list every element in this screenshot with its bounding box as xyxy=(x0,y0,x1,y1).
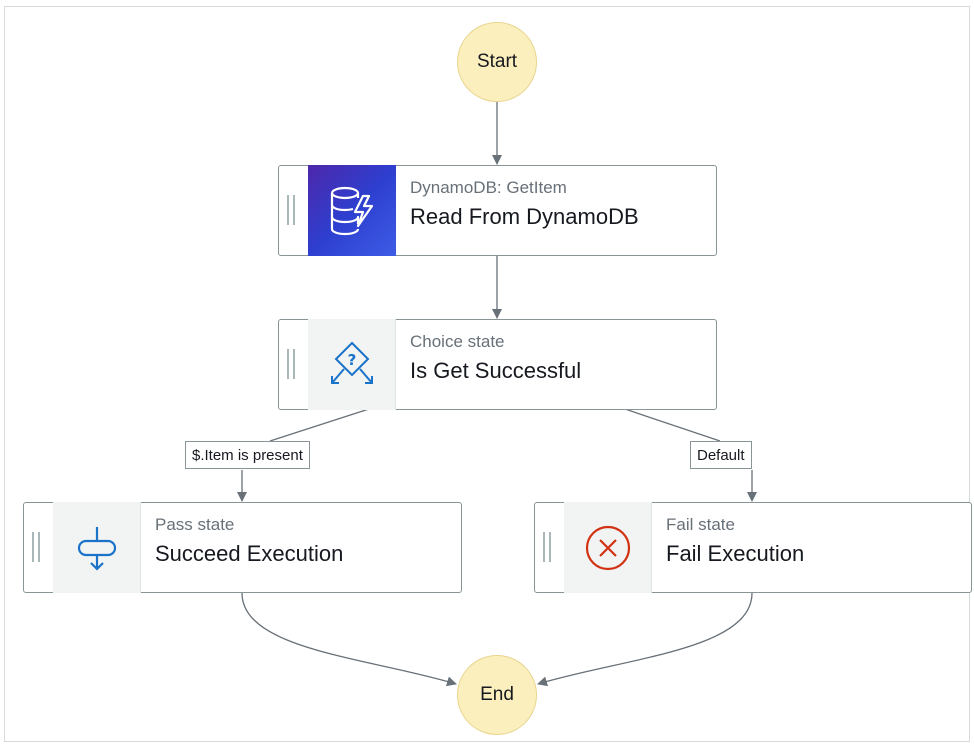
drag-handle[interactable] xyxy=(543,532,551,562)
edge-label-item-present[interactable]: $.Item is present xyxy=(185,441,310,469)
drag-handle[interactable] xyxy=(287,195,295,225)
state-name: Read From DynamoDB xyxy=(410,204,639,229)
state-succeed-execution[interactable]: Pass state Succeed Execution xyxy=(23,502,462,593)
pass-icon xyxy=(53,502,141,593)
edge-pass-to-end xyxy=(241,592,457,687)
fail-icon xyxy=(564,502,652,593)
drag-handle[interactable] xyxy=(287,349,295,379)
edge-fail-to-end xyxy=(537,592,753,687)
state-type: Pass state xyxy=(155,515,235,534)
svg-text:?: ? xyxy=(347,351,356,369)
dynamodb-icon xyxy=(308,165,396,256)
end-node[interactable]: End xyxy=(457,655,537,735)
edge-label-text: $.Item is present xyxy=(192,446,303,464)
state-type: Fail state xyxy=(666,515,735,534)
drag-handle[interactable] xyxy=(32,532,40,562)
edge-label-text: Default xyxy=(697,446,745,464)
end-label: End xyxy=(480,684,514,705)
state-read-from-dynamodb[interactable]: DynamoDB: GetItem Read From DynamoDB xyxy=(278,165,717,256)
edge-label-default[interactable]: Default xyxy=(690,441,752,469)
state-fail-execution[interactable]: Fail state Fail Execution xyxy=(534,502,972,593)
state-is-get-successful[interactable]: ? Choice state Is Get Successful xyxy=(278,319,717,410)
start-label: Start xyxy=(476,51,518,72)
state-type: DynamoDB: GetItem xyxy=(410,178,567,197)
start-node[interactable]: Start xyxy=(457,22,537,102)
state-name: Is Get Successful xyxy=(410,358,582,383)
state-name: Fail Execution xyxy=(666,541,805,566)
choice-icon: ? xyxy=(308,319,396,410)
state-type: Choice state xyxy=(410,332,505,351)
edge-choice-to-fail xyxy=(621,407,721,442)
edge-choice-to-pass xyxy=(269,407,373,442)
state-name: Succeed Execution xyxy=(155,541,344,566)
